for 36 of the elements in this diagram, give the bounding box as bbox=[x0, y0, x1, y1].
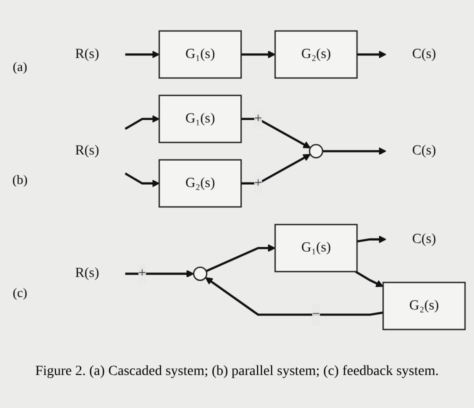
arrow bbox=[322, 147, 386, 155]
edge-label: + bbox=[254, 175, 262, 190]
arrow bbox=[124, 114, 160, 130]
arrow bbox=[125, 50, 160, 58]
part-label: (b) bbox=[11, 172, 29, 188]
node-box bbox=[158, 158, 242, 208]
part-label: (a) bbox=[12, 58, 28, 75]
edge-label: + bbox=[254, 110, 262, 126]
arrow bbox=[124, 172, 160, 187]
arrow bbox=[206, 244, 276, 272]
node-box bbox=[274, 224, 358, 272]
part-label: (c) bbox=[12, 285, 28, 302]
node-box bbox=[158, 30, 242, 78]
edge-label: − bbox=[312, 306, 320, 322]
node-box bbox=[274, 30, 358, 78]
node-text: R(s) bbox=[75, 266, 100, 280]
node-text: R(s) bbox=[75, 143, 100, 158]
node-box bbox=[158, 94, 242, 143]
arrow bbox=[241, 50, 276, 58]
edge-label: + bbox=[138, 266, 146, 280]
arrow bbox=[205, 276, 384, 316]
node-circle bbox=[193, 266, 208, 281]
node-text: C(s) bbox=[412, 143, 436, 158]
figure-caption: Figure 2. (a) Cascaded system; (b) parallel system; (c) feedback system. bbox=[34, 363, 440, 381]
node-text: R(s) bbox=[75, 46, 100, 62]
block-diagram: + + + − R(s) G₁(s) G₂(s) C(s) R(s) G₁(s) G₂(s) C(s) R(s) G₁(s) C(s) G₂(s) bbox=[42, 24, 472, 336]
arrow bbox=[241, 154, 311, 184]
node-text: C(s) bbox=[412, 46, 436, 62]
node-circle bbox=[308, 144, 324, 158]
arrow bbox=[357, 50, 386, 58]
arrow bbox=[241, 118, 311, 148]
node-box bbox=[382, 282, 466, 330]
arrow bbox=[125, 270, 194, 278]
node-text: C(s) bbox=[412, 231, 436, 246]
arrow bbox=[354, 270, 384, 287]
arrow bbox=[356, 235, 386, 243]
